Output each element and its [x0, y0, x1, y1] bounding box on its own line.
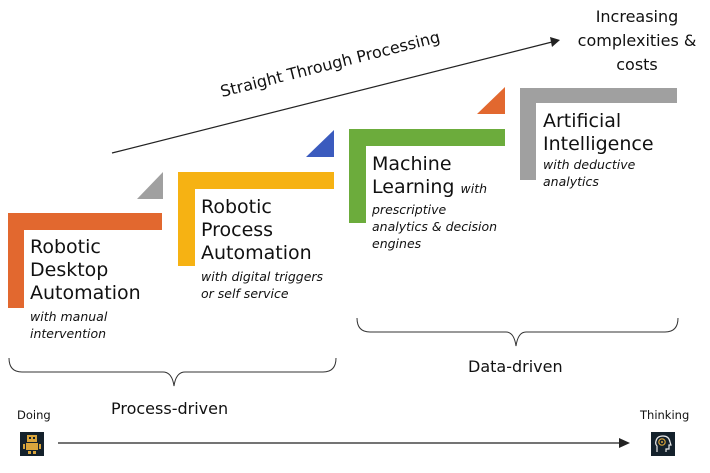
step-3-title-line-2: Learning [372, 176, 455, 198]
increasing-line-1: Increasing [595, 7, 679, 26]
increasing-line-3: costs [616, 55, 658, 74]
step-2-title-line-3: Automation [201, 242, 312, 264]
step-4-bracket [520, 88, 677, 180]
step-3-title-line-2-wrap: Learning with [372, 176, 522, 200]
doing-thinking-arrowhead [619, 438, 630, 448]
step-4-subtitle-line-1: with deductive [543, 157, 636, 172]
step-2-bracket [178, 172, 334, 266]
step-robotic-desktop-automation: Robotic Desktop Automation with manual i… [30, 236, 190, 342]
step-3-subtitle-line-2: analytics & decision [372, 219, 498, 234]
step-4-title-line-1: Artificial [543, 110, 622, 132]
step-2-subtitle-line-2: or self service [201, 286, 289, 301]
corner-triangle-orange [477, 87, 505, 114]
robot-icon [20, 432, 44, 456]
step-machine-learning: Machine Learning with prescriptive analy… [372, 153, 522, 252]
step-2-title-line-1: Robotic [201, 196, 272, 218]
step-1-title-line-2: Desktop [30, 259, 109, 281]
data-driven-label: Data-driven [468, 357, 563, 376]
straight-through-arrow [111, 41, 553, 154]
increasing-complexity-label: Increasing complexities & costs [564, 5, 710, 77]
axis-end-label: Thinking [640, 408, 690, 422]
step-3-bracket [349, 129, 505, 223]
step-1-title-line-3: Automation [30, 282, 141, 304]
step-artificial-intelligence: Artificial Intelligence with deductive a… [543, 110, 693, 190]
step-3-subtitle-line-1: prescriptive [372, 202, 447, 217]
step-robotic-process-automation: Robotic Process Automation with digital … [201, 196, 351, 302]
corner-triangle-blue [306, 130, 334, 157]
step-4-title-line-2: Intelligence [543, 133, 654, 155]
process-driven-label: Process-driven [111, 399, 229, 418]
step-1-title-line-1: Robotic [30, 236, 101, 258]
step-3-title-inline-sub: with [460, 181, 488, 196]
straight-through-arrowhead [550, 37, 560, 47]
corner-triangle-gray [137, 172, 163, 199]
step-2-subtitle-line-1: with digital triggers [201, 269, 324, 284]
step-3-title-line-1: Machine [372, 153, 452, 175]
process-driven-brace [8, 357, 337, 387]
brain-head-icon [651, 432, 675, 456]
step-4-subtitle-line-2: analytics [543, 174, 599, 189]
increasing-line-2: complexities & [577, 31, 697, 50]
axis-start-label: Doing [17, 408, 51, 422]
step-1-subtitle-line-2: intervention [30, 326, 107, 341]
step-3-subtitle-line-3: engines [372, 236, 422, 251]
step-1-subtitle-line-1: with manual [30, 309, 108, 324]
data-driven-brace [356, 317, 679, 347]
step-1-bracket [8, 213, 162, 308]
step-2-title-line-2: Process [201, 219, 274, 241]
